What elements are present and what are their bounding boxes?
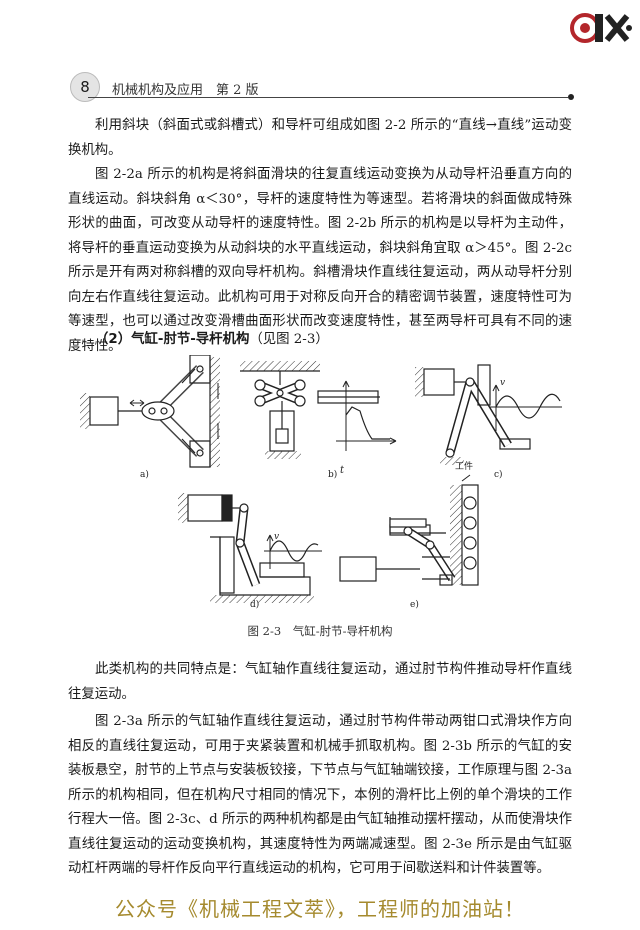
publisher-logo [565,8,635,48]
mechanism-b [240,361,397,459]
axis-label-v-d: v [274,532,279,542]
sublabel-d: d) [250,599,259,610]
footer-slogan: 公众号《机械工程文萃》，工程师的加油站！ [115,897,525,921]
paragraph-fig-2-3: 图 2-3a 所示的气缸轴作直线往复运动，通过肘节构件带动两钳口式滑块作方向相反… [68,714,572,876]
sublabel-b: b) [328,469,337,480]
figure-caption: 图 2-3 气缸-肘节-导杆机构 [247,624,393,638]
axis-label-t-b: t [340,465,345,476]
subsection-ref: （见图 2-3） [249,332,329,347]
sublabel-c: c) [494,469,503,480]
header-rule [88,97,568,98]
mechanism-e [339,474,479,586]
workpiece-label: 工件 [455,460,473,472]
figure-drawing: t v [80,354,562,610]
sublabel-e: e) [410,599,419,610]
subsection-title: 气缸-肘节-导杆机构 [131,332,250,347]
subsection-heading: （2）气缸-肘节-导杆机构（见图 2-3） [95,328,329,352]
header-dot [568,94,574,100]
mechanism-a [80,354,220,468]
paragraph-intro: 利用斜块（斜面式或斜槽式）和导杆可组成如图 2-2 所示的“直线→直线”运动变换… [68,118,572,158]
running-header: 8 机械机构及应用 第 2 版 [60,68,580,104]
mechanism-c [415,364,562,465]
sublabel-a: a) [140,469,149,480]
mechanism-d [178,493,322,603]
paragraph-common-feature: 此类机构的共同特点是：气缸轴作直线往复运动，通过肘节构件推动导杆作直线往复运动。 [68,662,572,702]
subsection-number: （2） [95,332,132,347]
figure-2-3: t v [60,354,580,611]
book-title: 机械机构及应用 第 2 版 [112,83,259,98]
axis-label-v-c: v [500,378,505,388]
paragraph-fig-2-2: 图 2-2a 所示的机构是将斜面滑块的往复直线运动变换为从动导杆沿垂直方向的直线… [68,167,572,354]
